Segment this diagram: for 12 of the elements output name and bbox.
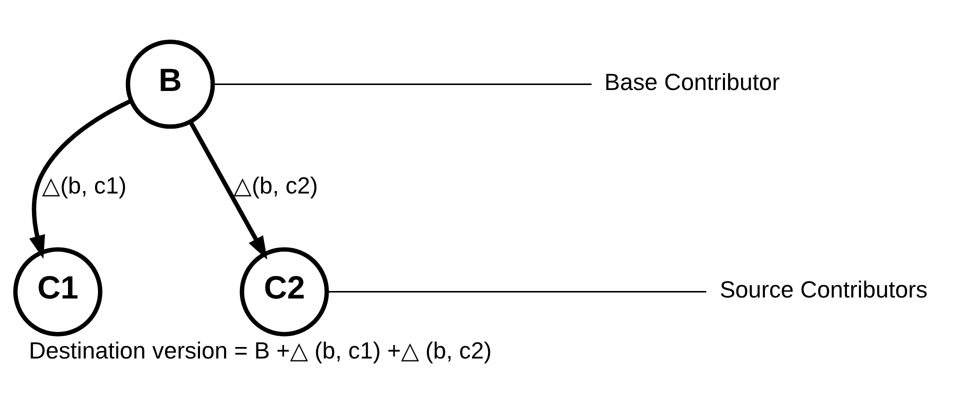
arrow (28, 98, 132, 259)
edge-label: △(b, c1) (42, 172, 126, 199)
node-circle: C2 (239, 247, 328, 336)
node-text: Base Contributor (604, 68, 780, 95)
connector (212, 84, 592, 85)
node-circle: C1 (12, 247, 102, 336)
caption: Destination version = B +△ (b, c1) +△ (b, c2) (28, 338, 492, 364)
connector (326, 291, 706, 292)
node-text: Source Contributors (719, 276, 928, 302)
node-circle: B (125, 40, 214, 129)
arrow (188, 120, 267, 260)
edge-label: △(b, c2) (233, 172, 318, 199)
